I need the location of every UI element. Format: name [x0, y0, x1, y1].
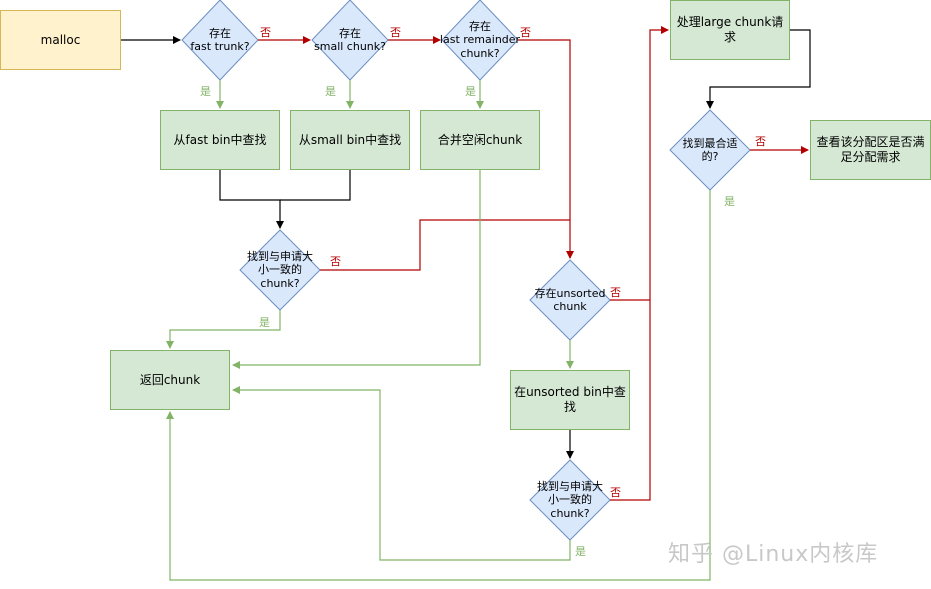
decision-match2-text: 找到与申请大 小一致的 chunk?: [537, 480, 603, 520]
no-label: 否: [755, 135, 766, 148]
no-label: 否: [520, 26, 531, 39]
no-label: 否: [610, 286, 621, 299]
yes-label: 是: [465, 85, 476, 98]
watermark: 知乎 @Linux内核库: [668, 542, 879, 567]
yes-label: 是: [575, 545, 586, 558]
yes-label: 是: [724, 195, 735, 208]
normal-edges: [121, 29, 811, 459]
no-edges: [258, 26, 809, 501]
large-chunk-box: 处理large chunk请求: [670, 0, 790, 60]
decision-small-text: 存在 small chunk?: [314, 26, 386, 53]
decision-best-text: 找到最合适 的?: [682, 136, 738, 163]
yes-label: 是: [259, 316, 270, 329]
find-small-bin-box: 从small bin中查找: [290, 110, 410, 170]
yes-label: 是: [200, 85, 211, 98]
no-label: 否: [260, 26, 271, 39]
decision-remainder-text: 存在 last remainder chunk?: [439, 20, 521, 60]
merge-free-chunk-box: 合并空闲chunk: [420, 110, 540, 170]
decision-match1-text: 找到与申请大 小一致的 chunk?: [247, 250, 313, 290]
malloc-start: malloc: [0, 10, 121, 70]
no-label: 否: [390, 26, 401, 39]
find-fast-bin-box: 从fast bin中查找: [160, 110, 280, 170]
yes-edges: [166, 80, 711, 581]
no-label: 否: [610, 486, 621, 499]
return-chunk-box: 返回chunk: [110, 350, 230, 410]
decision-unsorted-text: 存在unsorted chunk: [534, 286, 606, 313]
no-label: 否: [330, 255, 341, 268]
find-unsorted-bin-box: 在unsorted bin中查找: [510, 370, 630, 430]
yes-label: 是: [325, 85, 336, 98]
check-arena-box: 查看该分配区是否满 足分配需求: [810, 120, 931, 180]
decision-fast-text: 存在 fast trunk?: [190, 26, 250, 53]
